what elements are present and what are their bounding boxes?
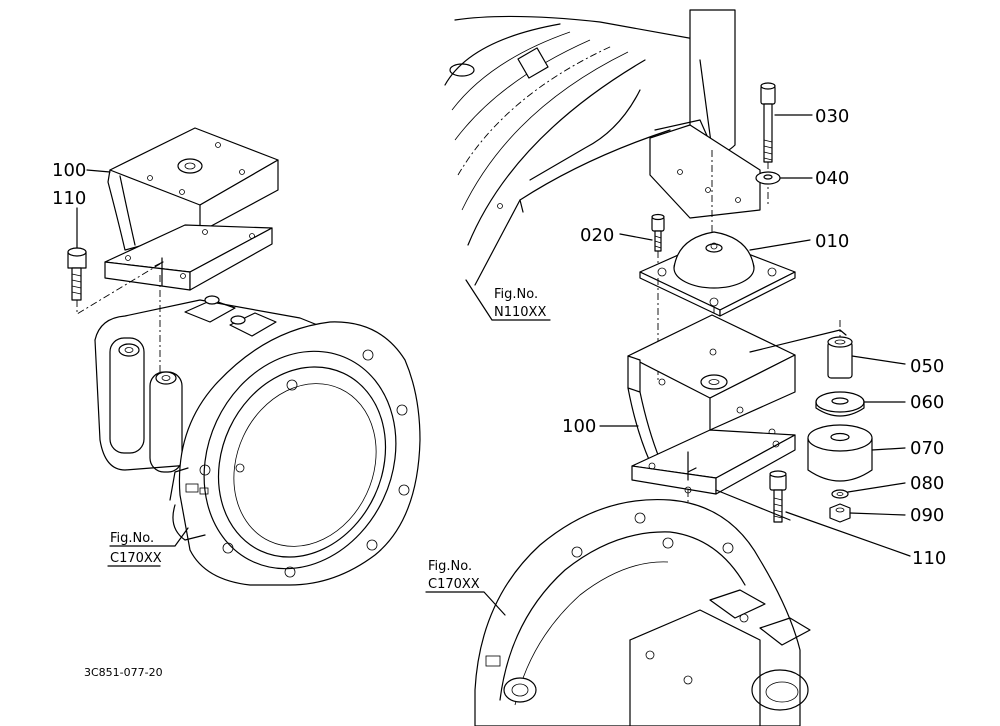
right-leader-070 [871,447,906,451]
right-callout-100: 100 [562,416,596,437]
right-callout-040: 040 [815,168,849,189]
right-figref-n110-line2: N110XX [494,305,546,320]
right-housing-c170 [474,498,811,726]
right-pin-050 [827,320,853,379]
drawing-code: 3C851-077-20 [84,666,163,679]
right-leader-090 [849,512,906,516]
right-figref-c170-line1: Fig.No. [428,559,472,574]
left-bracket-100 [104,127,279,291]
right-bolt-110 [687,470,787,690]
right-washer-080 [831,489,849,499]
right-callout-090: 090 [910,505,944,526]
right-frame-n110 [444,9,761,286]
right-callout-050: 050 [910,356,944,377]
left-housing-c170 [94,275,421,586]
right-cushion-070 [807,424,873,482]
right-nut-090 [829,503,851,523]
right-callout-020: 020 [580,225,614,246]
right-leader-110 [785,511,911,557]
left-figref-line1: Fig.No. [110,531,154,546]
right-bolt-020 [651,213,665,268]
right-callout-060: 060 [910,392,944,413]
right-figref-c170-line2: C170XX [428,577,480,592]
right-leader-050 [851,355,906,365]
right-bracket-100 [627,278,847,495]
left-figref-line2: C170XX [110,551,162,566]
right-figref-n110-leader [465,279,551,321]
right-callout-010: 010 [815,231,849,252]
right-leader-020 [619,233,653,241]
left-callout-110: 110 [52,188,86,209]
right-figref-n110-line1: Fig.No. [494,287,538,302]
left-leader-100 [86,169,111,173]
right-callout-110: 110 [912,548,946,569]
right-washer-040 [755,171,781,185]
right-figref-c170-leader [425,591,506,616]
right-callout-030: 030 [815,106,849,127]
right-mount-010 [639,231,796,317]
right-bolt-030 [760,82,776,205]
right-washer-060 [815,391,865,417]
left-callout-100: 100 [52,160,86,181]
right-view: 010 020 030 040 050 060 070 080 090 100 … [425,9,946,726]
right-leader-010 [749,239,811,251]
right-leader-080 [847,482,906,493]
right-callout-070: 070 [910,438,944,459]
left-view: 100 110 Fig.No. C170XX [52,127,421,586]
right-leader-110b [715,489,791,521]
right-callout-080: 080 [910,473,944,494]
